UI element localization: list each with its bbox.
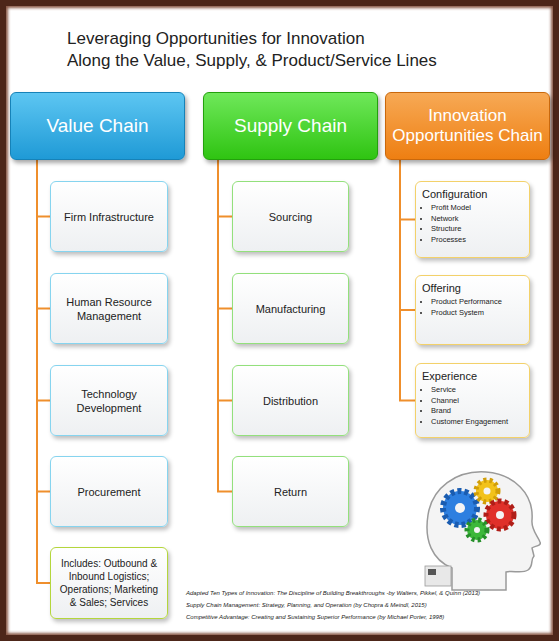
group-heading: Offering [422, 281, 523, 295]
bullet-list: ServiceChannelBrandCustomer Engagement [422, 385, 523, 427]
item-text: Distribution [239, 394, 342, 408]
bullet-item: Structure [431, 224, 523, 235]
gear-hub [496, 511, 504, 519]
citation-note: Adapted Ten Types of Innovation: The Dis… [186, 589, 536, 597]
logo-badge [425, 566, 451, 586]
chain-item-box: Distribution [232, 365, 349, 436]
branch-connector [37, 160, 50, 217]
header-text: Value Chain [17, 115, 178, 137]
item-text: Procurement [57, 485, 161, 499]
chain-header-box: Value Chain [10, 92, 185, 160]
branch-connector [218, 160, 232, 217]
branch-connector [400, 160, 415, 401]
bullet-item: Service [431, 385, 523, 396]
chain-item-box: Return [232, 456, 349, 527]
chain-item-box: Includes: Outbound & Inbound Logistics; … [50, 547, 168, 619]
gear-hub [484, 488, 491, 495]
bullet-item: Processes [431, 235, 523, 246]
item-text: Human Resource Management [57, 295, 161, 323]
citation-note: Supply Chain Management: Strategy, Plann… [186, 601, 536, 609]
bullet-item: Brand [431, 406, 523, 417]
bullet-list: Profit ModelNetworkStructureProcesses [422, 203, 523, 245]
chain-item-box: Sourcing [232, 181, 349, 252]
item-text: Technology Development [57, 387, 161, 415]
gear-hub [474, 527, 480, 533]
bullet-item: Product System [431, 308, 523, 319]
citation-note: Competitive Advantage: Creating and Sust… [186, 613, 536, 621]
header-text: Innovation Opportunities Chain [392, 106, 543, 146]
bullet-item: Channel [431, 396, 523, 407]
red-gear [486, 501, 514, 529]
chain-header-box: Supply Chain [203, 92, 378, 160]
item-text: Firm Infrastructure [57, 210, 161, 224]
header-text: Supply Chain [210, 115, 371, 137]
branch-connector [218, 160, 232, 401]
group-heading: Configuration [422, 187, 523, 201]
yellow-gear [476, 480, 498, 502]
bullet-item: Product Performance [431, 297, 523, 308]
chain-item-box: Technology Development [50, 365, 168, 436]
chain-item-box: Procurement [50, 456, 168, 527]
branch-connector [400, 160, 415, 220]
item-text: Return [239, 485, 342, 499]
bullet-item: Profit Model [431, 203, 523, 214]
diagram-title: Leveraging Opportunities for Innovation … [67, 28, 527, 72]
chain-item-box: OfferingProduct PerformanceProduct Syste… [415, 275, 530, 345]
item-text: Sourcing [239, 210, 342, 224]
branch-connector [37, 160, 50, 492]
branch-connector [37, 160, 50, 583]
bullet-item: Customer Engagement [431, 417, 523, 428]
logo-mark [428, 569, 436, 575]
chain-item-box: ConfigurationProfit ModelNetworkStructur… [415, 181, 530, 258]
branch-connector [400, 160, 415, 310]
bullet-item: Network [431, 214, 523, 225]
branch-connector [218, 160, 232, 492]
bullet-list: Product PerformanceProduct System [422, 297, 523, 318]
chain-item-box: Human Resource Management [50, 273, 168, 344]
green-gear [467, 520, 487, 540]
branch-connector [37, 160, 50, 309]
branch-connector [218, 160, 232, 309]
item-text: Includes: Outbound & Inbound Logistics; … [57, 557, 161, 609]
chain-item-box: Firm Infrastructure [50, 181, 168, 252]
chain-header-box: Innovation Opportunities Chain [385, 92, 550, 160]
branch-connector [37, 160, 50, 401]
chain-item-box: Manufacturing [232, 273, 349, 344]
group-heading: Experience [422, 369, 523, 383]
gear-hub [455, 503, 465, 513]
item-text: Manufacturing [239, 302, 342, 316]
chain-item-box: ExperienceServiceChannelBrandCustomer En… [415, 363, 530, 438]
